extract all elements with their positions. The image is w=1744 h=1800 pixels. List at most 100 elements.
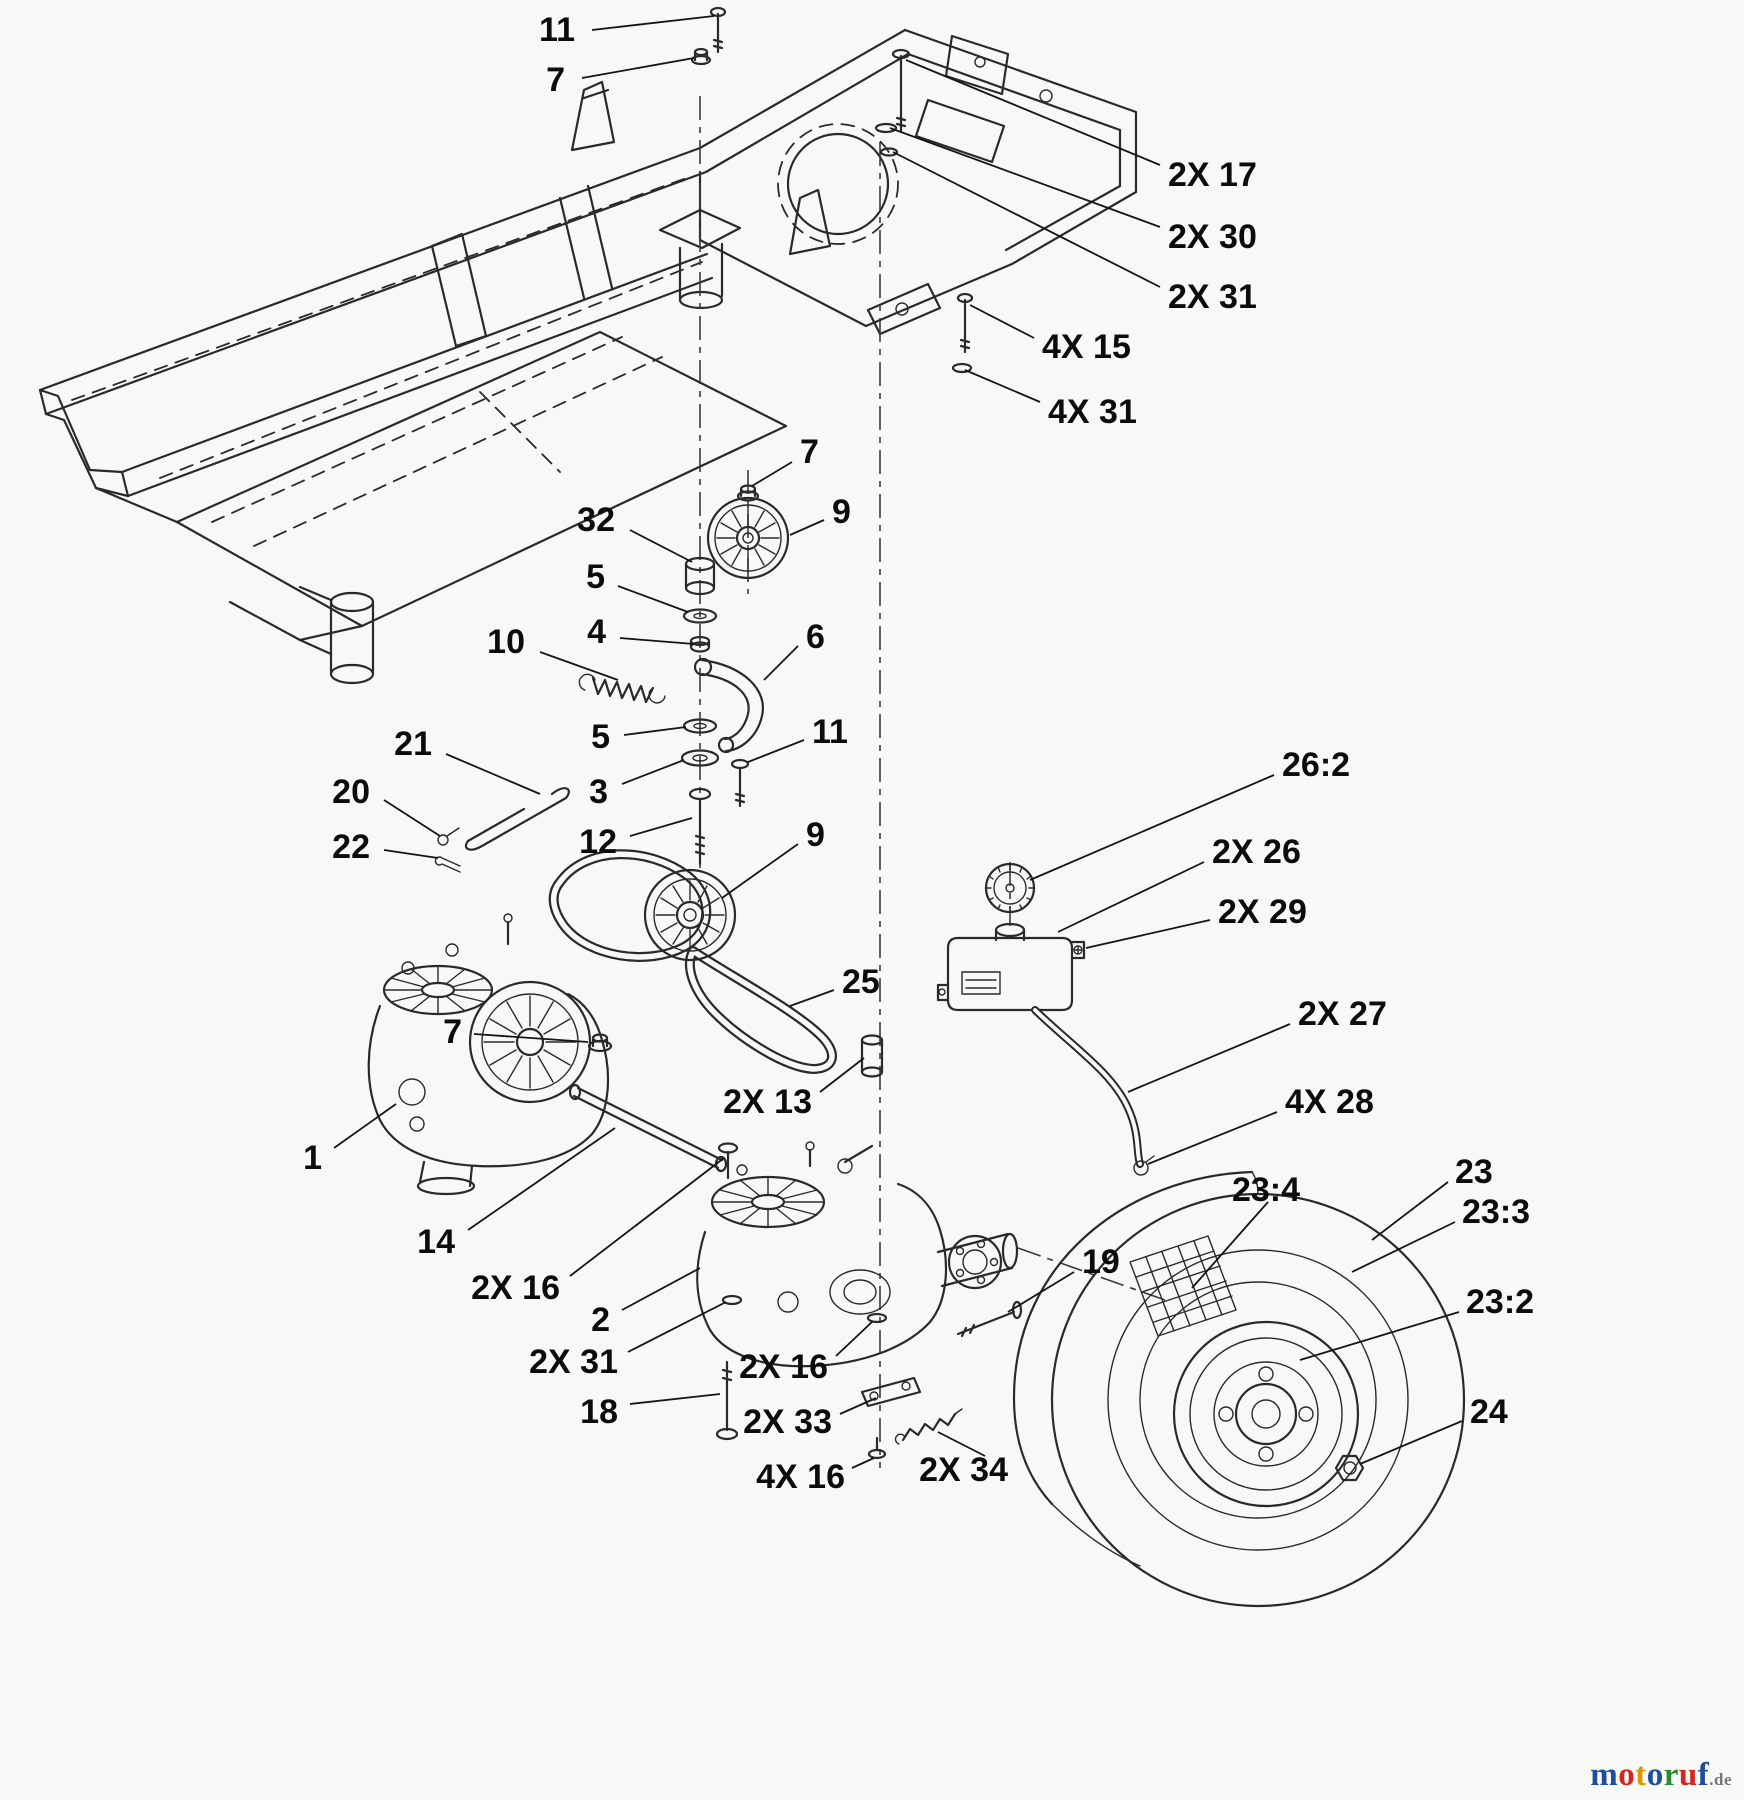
callout-leader-26 (1057, 861, 1205, 933)
left-transaxle (367, 913, 610, 1196)
callout-leader-26-2 (1029, 774, 1275, 881)
expansion-tank (936, 862, 1155, 1176)
callout-label-16-b: 2X 16 (739, 1348, 828, 1386)
callout-label-10: 10 (487, 623, 525, 661)
upper-pulley (706, 496, 790, 580)
extension-spring (578, 673, 666, 704)
callout-leader-11-b (747, 739, 805, 763)
callout-label-25: 25 (842, 963, 880, 1001)
callout-leader-29 (1085, 919, 1211, 949)
callout-label-29: 2X 29 (1218, 893, 1307, 931)
callout-label-31-a: 2X 31 (1168, 278, 1257, 316)
callout-label-18: 18 (580, 1393, 618, 1431)
callout-leader-23 (1371, 1181, 1449, 1241)
logo-letter: m (1590, 1757, 1619, 1793)
callout-leader-2 (621, 1267, 701, 1311)
callout-label-7-top: 7 (546, 61, 565, 99)
callout-label-27: 2X 27 (1298, 995, 1387, 1033)
callout-leader-13 (819, 1057, 865, 1093)
callout-label-13: 2X 13 (723, 1083, 812, 1121)
callout-leader-10 (539, 651, 619, 681)
callout-label-33: 2X 33 (743, 1403, 832, 1441)
callout-label-2: 2 (591, 1301, 610, 1339)
lug-nut (1334, 1454, 1365, 1482)
wheel-rim (1172, 1320, 1360, 1508)
callout-leader-19 (1007, 1271, 1075, 1313)
callout-leader-27 (1127, 1023, 1291, 1093)
callout-leader-30 (889, 127, 1161, 228)
logo-letter: u (1678, 1757, 1698, 1793)
callout-leader-17 (905, 59, 1161, 166)
callout-label-9-a: 9 (832, 493, 851, 531)
callout-leader-6 (763, 645, 799, 681)
callout-leader-23-2 (1299, 1311, 1460, 1361)
logo-letter: o (1618, 1757, 1636, 1793)
callout-label-28: 4X 28 (1285, 1083, 1374, 1121)
logo-letter: f (1697, 1757, 1710, 1793)
callout-leader-32 (629, 529, 693, 563)
frame-artwork (38, 28, 1138, 685)
callout-leader-24 (1359, 1420, 1463, 1465)
callout-leader-7-c (473, 1033, 589, 1043)
callout-leader-20 (383, 799, 441, 837)
callout-leader-16-c (851, 1457, 875, 1469)
callout-label-1: 1 (303, 1139, 322, 1177)
callout-leader-23-4 (1191, 1201, 1269, 1289)
callout-leader-5-a (617, 585, 689, 613)
callout-leader-11-top (591, 15, 715, 31)
logo-letter: t (1635, 1757, 1647, 1793)
callout-label-9-b: 9 (806, 816, 825, 854)
callout-label-23-3: 23:3 (1462, 1193, 1530, 1231)
callout-leader-34 (937, 1431, 986, 1457)
callout-label-31-b: 4X 31 (1048, 393, 1137, 431)
motoruf-logo: motoruf.de (1590, 1757, 1732, 1794)
callout-leader-16-b (835, 1321, 873, 1357)
callout-leader-28 (1147, 1111, 1278, 1165)
callout-leader-1 (333, 1103, 397, 1149)
callout-label-21: 21 (394, 725, 432, 763)
callout-leader-3 (621, 759, 685, 785)
logo-letter: r (1663, 1757, 1679, 1793)
callout-label-22: 22 (332, 828, 370, 866)
callout-leader-7-top (581, 57, 695, 79)
callout-label-3: 3 (589, 773, 608, 811)
idler-arm (693, 657, 764, 754)
tread-pattern (1129, 1235, 1237, 1337)
callout-leader-7-b (751, 461, 793, 487)
callout-label-14: 14 (417, 1223, 455, 1261)
callout-label-23-2: 23:2 (1466, 1283, 1534, 1321)
callout-label-24: 24 (1470, 1393, 1508, 1431)
idler-stack (434, 484, 790, 873)
callout-label-26: 2X 26 (1212, 833, 1301, 871)
callout-label-32: 32 (577, 501, 615, 539)
callout-leader-4 (619, 637, 695, 645)
top-fasteners (690, 6, 974, 374)
callout-leader-15 (969, 304, 1035, 339)
callout-label-16-a: 2X 16 (471, 1269, 560, 1307)
logo-letter: o (1646, 1757, 1664, 1793)
callout-label-5-a: 5 (586, 558, 605, 596)
callout-leader-18 (629, 1393, 721, 1405)
callout-label-34: 2X 34 (919, 1451, 1008, 1489)
callout-leader-25 (789, 989, 835, 1007)
callout-leader-23-3 (1351, 1221, 1456, 1273)
callout-leader-9-b (721, 843, 799, 899)
callout-label-30: 2X 30 (1168, 218, 1257, 256)
logo-text: motoruf (1590, 1757, 1709, 1793)
callout-label-7-c: 7 (443, 1013, 462, 1051)
callout-leader-12 (629, 817, 693, 837)
callout-label-12: 12 (579, 823, 617, 861)
callout-leader-16-a (569, 1157, 725, 1277)
callout-label-11-top: 11 (539, 11, 575, 49)
callout-label-23-4: 23:4 (1232, 1171, 1300, 1209)
callout-leader-5-b (623, 726, 687, 736)
callout-label-31-c: 2X 31 (529, 1343, 618, 1381)
callout-leader-33 (839, 1397, 877, 1415)
callout-label-7-b: 7 (800, 433, 819, 471)
callout-label-11-b: 11 (812, 713, 848, 751)
callout-leader-21 (445, 753, 541, 795)
callout-leader-31-a (892, 151, 1161, 288)
callout-label-23: 23 (1455, 1153, 1493, 1191)
